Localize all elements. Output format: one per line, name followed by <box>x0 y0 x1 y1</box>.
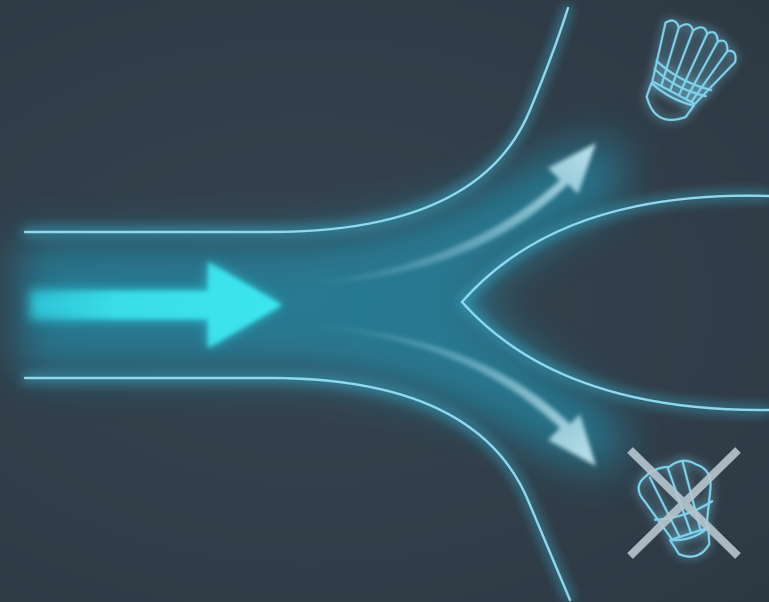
cross-mark <box>627 447 741 559</box>
channel-walls <box>22 5 769 602</box>
channel-glow <box>20 140 620 470</box>
branch-arrow-down <box>320 326 596 466</box>
shuttlecock-crossed-icon <box>627 447 741 559</box>
arrow-right-icon <box>25 262 282 348</box>
splitter-wedge <box>460 194 769 412</box>
shuttlecock-icon <box>645 19 737 121</box>
channel-lower-wall <box>23 376 572 602</box>
channel-upper-wall <box>23 6 570 234</box>
